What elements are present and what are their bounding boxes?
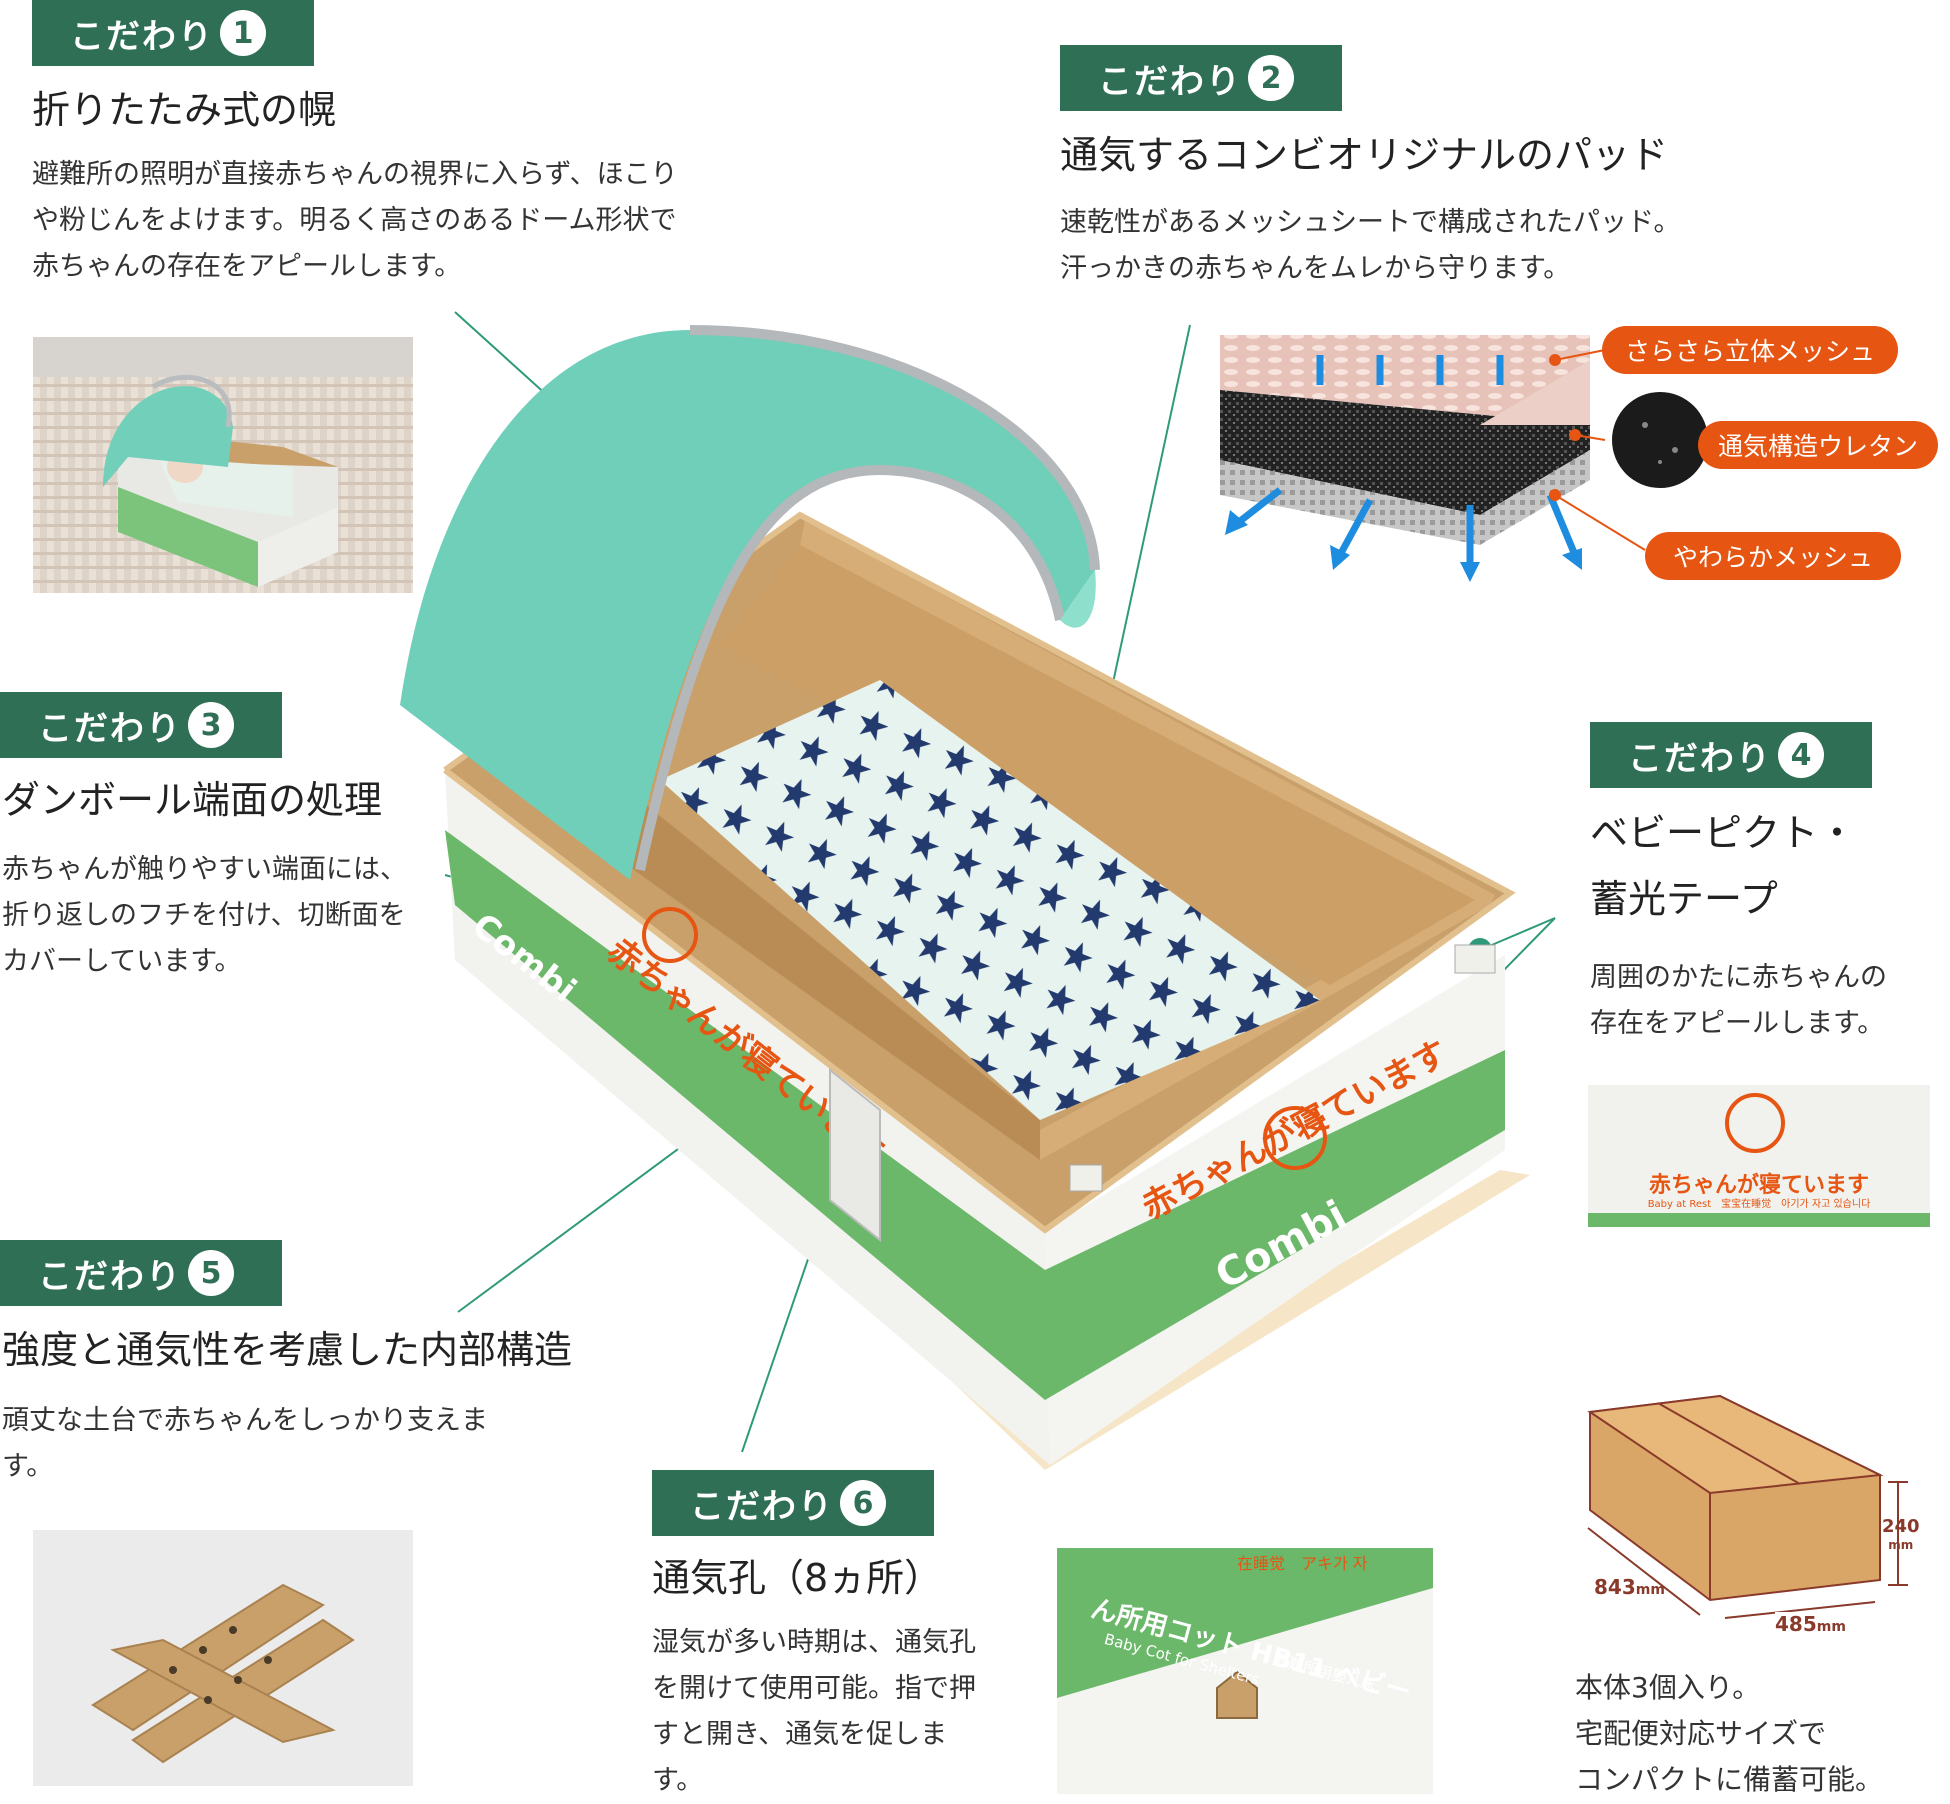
point-5-heading: 強度と通気性を考慮した内部構造 — [2, 1328, 573, 1372]
internal-structure-photo — [33, 1530, 413, 1786]
point-3-heading: ダンボール端面の処理 — [2, 778, 383, 822]
pict-sign-subtext: Baby at Rest 宝宝在睡觉 아기가 자고 있습니다 — [1647, 1199, 1871, 1210]
point-2-tag: こだわり 2 — [1060, 45, 1342, 111]
point-3-tag: こだわり 3 — [0, 692, 282, 758]
point-1-tag: こだわり 1 — [32, 0, 314, 66]
point-2-number: 2 — [1248, 55, 1294, 101]
mesh-label-bottom: やわらかメッシュ — [1645, 532, 1901, 580]
point-4-tag: こだわり 4 — [1590, 722, 1872, 788]
baby-face-icon — [1725, 1093, 1785, 1153]
point-5-body: 頑丈な土台で赤ちゃんをしっかり支えま す。 — [2, 1405, 488, 1482]
point-1-tag-label: こだわり — [70, 16, 214, 57]
point-4-tag-label: こだわり — [1628, 738, 1772, 779]
point-6-number: 6 — [840, 1480, 886, 1526]
point-2-tag-label: こだわり — [1098, 61, 1242, 102]
pict-green-band — [1588, 1213, 1930, 1227]
packing-box-diagram — [1587, 1394, 1908, 1619]
point-2-body: 速乾性があるメッシュシートで構成されたパッド。 汗っかきの赤ちゃんをムレから守り… — [1060, 207, 1681, 284]
pict-sign-text: 赤ちゃんが寝ています — [1648, 1173, 1869, 1198]
packing-depth-value: 843mm — [1594, 1575, 1665, 1599]
point-1-body: 避難所の照明が直接赤ちゃんの視界に入らず、ほこり や粉じんをよけます。明るく高さ… — [32, 159, 678, 282]
point-1-number: 1 — [220, 10, 266, 56]
vent-print-line-4: 在睡觉 アキ가 자 — [1237, 1554, 1368, 1573]
point-2-heading: 通気するコンビオリジナルのパッド — [1060, 133, 1669, 177]
point-6-tag: こだわり 6 — [652, 1470, 934, 1536]
baby-pict-photo: 赤ちゃんが寝ています Baby at Rest 宝宝在睡觉 아기가 자고 있습니… — [1588, 1085, 1930, 1227]
point-5-number: 5 — [188, 1250, 234, 1296]
point-5-tag-label: こだわり — [38, 1256, 182, 1297]
point-5-tag: こだわり 5 — [0, 1240, 282, 1306]
mesh-label-middle: 通気構造ウレタン — [1698, 421, 1938, 469]
packing-width-value: 485mm — [1775, 1612, 1846, 1636]
point-6-tag-label: こだわり — [690, 1486, 834, 1527]
canopy-photo — [33, 337, 413, 593]
packing-height-value: 240 mm — [1882, 1516, 1920, 1553]
point-3-tag-label: こだわり — [38, 708, 182, 749]
point-4-heading: ベビーピクト・ 蓄光テープ — [1590, 811, 1857, 921]
packing-text: 本体3個入り。 宅配便対応サイズで コンパクトに備蓄可能。 — [1575, 1671, 1884, 1796]
point-1-heading: 折りたたみ式の幌 — [32, 88, 337, 132]
point-3-body: 赤ちゃんが触りやすい端面には、 折り返しのフチを付け、切断面を カバーしています… — [2, 854, 407, 977]
mesh-layer-diagram — [1220, 335, 1708, 582]
vent-hole-photo: ん所用コット HB11 ベビー Baby Cot for Shelters 避難… — [1057, 1548, 1433, 1794]
point-6-heading: 通気孔（8ヵ所） — [652, 1556, 943, 1600]
point-4-body: 周囲のかたに赤ちゃんの 存在をアピールします。 — [1590, 962, 1887, 1039]
point-6-body: 湿気が多い時期は、通気孔 を開けて使用可能。指で押 すと開き、通気を促しま す。 — [652, 1627, 976, 1796]
point-3-number: 3 — [188, 702, 234, 748]
baby-box-illustration: Combi Combi 赤ちゃんが寝ています 赤ちゃんが寝ています — [400, 325, 1530, 1470]
mesh-label-top: さらさら立体メッシュ — [1602, 326, 1898, 374]
point-4-number: 4 — [1778, 732, 1824, 778]
